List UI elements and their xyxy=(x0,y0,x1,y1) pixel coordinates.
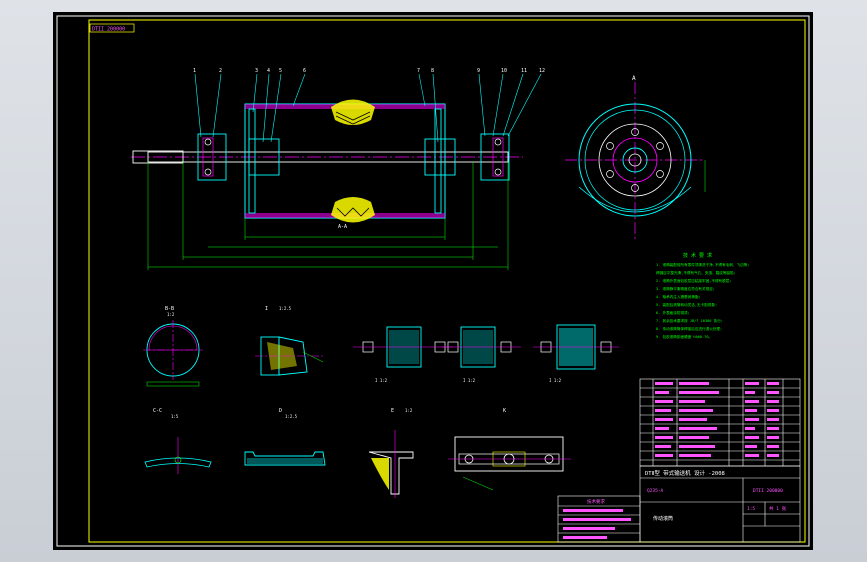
svg-text:1: 1 xyxy=(193,68,196,74)
drawing-canvas[interactable]: DTII 200000 xyxy=(53,12,813,550)
right-bearing-housing xyxy=(480,133,510,181)
section-label-main: A-A xyxy=(338,224,347,230)
sheet-border xyxy=(56,15,810,547)
detail-i-scale: 1:2.5 xyxy=(279,306,292,311)
cad-drawing: DTII 200000 xyxy=(56,15,810,547)
detail-k-title: K xyxy=(503,408,506,414)
drum-outer-circle xyxy=(578,103,692,217)
note-line-8: 7. 其余技术要求按 JB/T 10380 执行; xyxy=(656,318,723,323)
note-line-4: 3. 滚筒静平衡精度应符合有关规定; xyxy=(656,286,715,291)
project-title: DTⅡ型 带式输送机 设计 -2008 xyxy=(645,469,725,477)
scale-cell: 1:5 xyxy=(747,506,755,512)
detail-i-title: I xyxy=(265,306,268,312)
right-hub xyxy=(424,138,456,176)
svg-text:2: 2 xyxy=(219,68,222,74)
parts-list xyxy=(639,378,801,467)
hatch-3-label: I 1:2 xyxy=(549,378,562,383)
lagging-top xyxy=(331,99,375,125)
detail-e-scale: 1:2 xyxy=(405,408,413,413)
left-note-block xyxy=(557,495,641,543)
note-line-5: 4. 轴承内注入锂基润滑脂; xyxy=(656,294,701,299)
note-line-2: 焊缝应平整光滑,不得有气孔、夹渣、裂纹等缺陷; xyxy=(656,270,736,275)
hatch-detail-2: I 1:2 xyxy=(441,326,521,383)
left-block-title: 技术要求 xyxy=(587,498,605,505)
left-bearing-housing xyxy=(197,133,227,181)
svg-text:3: 3 xyxy=(255,68,258,74)
svg-text:9: 9 xyxy=(477,68,480,74)
detail-c-c-scale: 1:5 xyxy=(171,414,179,419)
detail-k: K xyxy=(448,408,571,491)
detail-c-c: C-C 1:5 xyxy=(144,408,212,474)
hatch-1-label: I 1:2 xyxy=(375,378,388,383)
note-line-10: 9. 包胶滚筒胶面硬度 HA60-70。 xyxy=(656,334,712,339)
detail-i: I 1:2.5 xyxy=(255,306,324,376)
detail-e-title: E xyxy=(391,408,394,414)
svg-text:11: 11 xyxy=(521,68,527,74)
parts-list-filler xyxy=(655,382,779,457)
drawing-number: DTII 200000 xyxy=(753,488,783,494)
detail-c-c-title: C-C xyxy=(153,408,162,414)
material-cell: Q235-A xyxy=(647,488,664,494)
note-line-6: 5. 装配后滚筒转动灵活,无卡阻现象; xyxy=(656,302,717,307)
drawing-frame xyxy=(88,19,806,543)
svg-text:12: 12 xyxy=(539,68,545,74)
svg-text:5: 5 xyxy=(279,68,282,74)
detail-b-b-scale: 1:2 xyxy=(167,312,175,317)
svg-text:6: 6 xyxy=(303,68,306,74)
end-view-label: A xyxy=(632,75,636,82)
left-block-filler xyxy=(563,509,631,539)
detail-d-scale: 1:2.5 xyxy=(285,414,298,419)
svg-text:8: 8 xyxy=(431,68,434,74)
note-line-1: 1. 滚筒装配前所有零件须清洗干净,不得有毛刺、飞边等; xyxy=(656,262,749,267)
detail-d-title: D xyxy=(279,408,282,414)
note-line-9: 8. 传动滚筒筒体焊接后应进行退火处理; xyxy=(656,326,722,331)
note-line-3: 2. 滚筒外表面包胶层应粘接牢固,不得有脱层; xyxy=(656,278,732,283)
detail-b-b: B-B 1:2 xyxy=(143,306,203,387)
corner-tag-box xyxy=(89,23,135,33)
detail-b-b-title: B-B xyxy=(165,306,174,312)
hatch-detail-1: I 1:2 xyxy=(353,326,453,383)
svg-text:7: 7 xyxy=(417,68,420,74)
drawing-name: 传动滚筒 xyxy=(653,515,673,522)
tech-notes-title: 技 术 要 求 xyxy=(683,252,712,259)
svg-text:4: 4 xyxy=(267,68,270,74)
shaft xyxy=(147,151,509,163)
detail-d: D 1:2.5 xyxy=(244,408,326,466)
svg-text:10: 10 xyxy=(501,68,507,74)
hatch-detail-3: I 1:2 xyxy=(533,324,619,383)
tech-notes: 技 术 要 求 1. 滚筒装配前所有零件须清洗干净,不得有毛刺、飞边等; 焊缝应… xyxy=(656,252,749,339)
left-hub xyxy=(248,138,280,176)
note-line-7: 6. 外表面涂防锈漆; xyxy=(656,310,690,315)
lagging-bottom xyxy=(331,197,375,223)
corner-tag-text: DTII 200000 xyxy=(92,27,125,33)
detail-e: E 1:2 xyxy=(368,408,414,498)
title-block xyxy=(639,465,801,543)
hatch-2-label: I 1:2 xyxy=(463,378,476,383)
end-view: A xyxy=(565,75,706,240)
sheet-cell: 共 1 张 xyxy=(769,505,787,512)
